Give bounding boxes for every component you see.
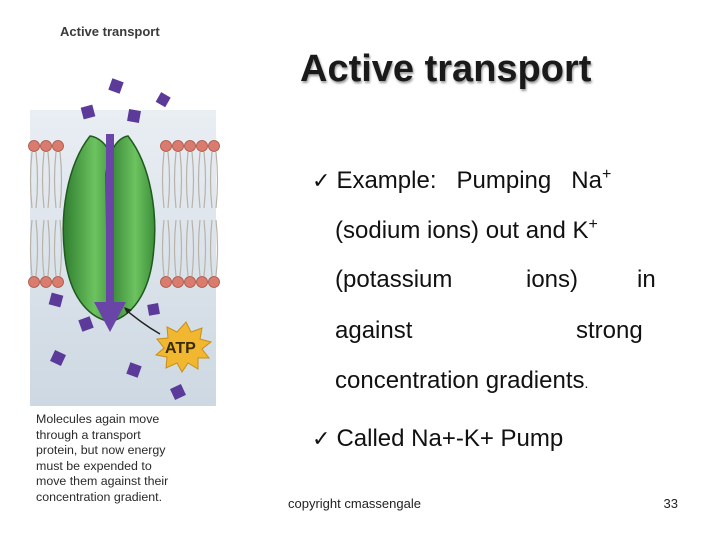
atp-starburst — [154, 321, 213, 373]
example-pumping: Pumping — [456, 167, 552, 194]
lipid-head — [40, 276, 52, 288]
figure-title: Active transport — [60, 24, 160, 39]
example-lead: Example: — [336, 167, 437, 194]
line3-part-c: in — [637, 266, 656, 293]
ion-particle — [80, 104, 96, 120]
ion-particle — [48, 292, 64, 308]
lipid-head — [184, 140, 196, 152]
transport-arrow-head — [94, 302, 126, 332]
bullet-example: ✓Example: Pumping Na+ — [312, 166, 611, 195]
plus-sign: + — [601, 166, 612, 183]
lipid-tail — [185, 219, 195, 277]
lipid-head — [208, 276, 220, 288]
page-number: 33 — [663, 496, 678, 511]
line4-part-b: strong — [576, 317, 643, 344]
line4-part-a: against — [335, 317, 413, 344]
transport-arrow-shaft — [106, 134, 114, 304]
lipid-tail — [161, 151, 171, 209]
lipid-tail — [185, 151, 195, 209]
figure-caption: Molecules again move through a transport… — [36, 412, 224, 505]
line3-part-a: (potassium — [335, 266, 453, 293]
checkmark-icon: ✓ — [312, 168, 331, 193]
lipid-tail — [161, 219, 171, 277]
membrane-diagram — [28, 78, 220, 406]
bullet-called: ✓Called Na+-K+ Pump — [312, 425, 563, 453]
checkmark-icon: ✓ — [312, 426, 331, 451]
plus-sign: + — [588, 216, 598, 233]
na-symbol: Na — [571, 167, 602, 194]
caption-line: protein, but now energy — [36, 443, 166, 457]
lipid-head — [196, 140, 208, 152]
line5-dot: . — [584, 375, 589, 391]
ion-particle — [127, 109, 141, 123]
lipid-tail — [197, 151, 207, 209]
lipid-head — [52, 140, 64, 152]
caption-line: must be expended to — [36, 458, 152, 473]
lipid-head — [52, 276, 64, 288]
lipid-tail — [41, 219, 51, 277]
ion-particle — [170, 384, 186, 400]
caption-line: Molecules again move — [36, 412, 160, 426]
lipid-head — [196, 276, 208, 288]
lipid-head — [160, 140, 172, 152]
lipid-head — [160, 276, 172, 288]
caption-line: concentration gradient. — [36, 489, 163, 504]
ion-particle — [126, 362, 142, 378]
lipid-tail — [197, 219, 207, 277]
caption-line: through a transport — [36, 427, 141, 442]
copyright-footer: copyright cmassengale — [288, 496, 421, 511]
line3-part-b: ions) — [526, 266, 579, 293]
lipid-bilayer — [28, 140, 220, 288]
lipid-head — [40, 140, 52, 152]
line5-text: concentration gradients — [335, 367, 585, 394]
lipid-head — [184, 276, 196, 288]
ion-particle — [108, 78, 124, 94]
lipid-head — [172, 140, 184, 152]
lipid-tail — [209, 219, 219, 277]
lipid-head — [172, 276, 184, 288]
lipid-head — [28, 276, 40, 288]
slide-title: Active transport — [300, 48, 592, 90]
ion-particles — [48, 78, 186, 400]
line2-text: (sodium ions) out and K — [335, 217, 589, 244]
bullet-line-2: (sodium ions) out and K+ — [335, 216, 598, 245]
lipid-tail — [29, 151, 39, 209]
lipid-tail — [53, 219, 63, 277]
active-transport-figure: Active transport ATP Molecules again mov… — [28, 14, 224, 514]
lipid-tail — [41, 151, 51, 209]
atp-label: ATP — [165, 340, 196, 357]
ion-particle — [155, 92, 171, 108]
atp-pointer-arrowhead — [124, 307, 132, 314]
lipid-tail — [173, 219, 183, 277]
ion-particle — [78, 316, 94, 332]
lipid-tail — [173, 151, 183, 209]
ion-particle — [50, 350, 66, 366]
lipid-tail — [29, 219, 39, 277]
lipid-tail — [209, 151, 219, 209]
caption-line: move them against their — [36, 474, 169, 488]
lipid-head — [208, 140, 220, 152]
lipid-tail — [53, 151, 63, 209]
line5: concentration gradients. — [335, 367, 588, 395]
pump-name: Called Na+-K+ Pump — [336, 425, 564, 452]
lipid-head — [28, 140, 40, 152]
ion-particle — [147, 303, 160, 316]
